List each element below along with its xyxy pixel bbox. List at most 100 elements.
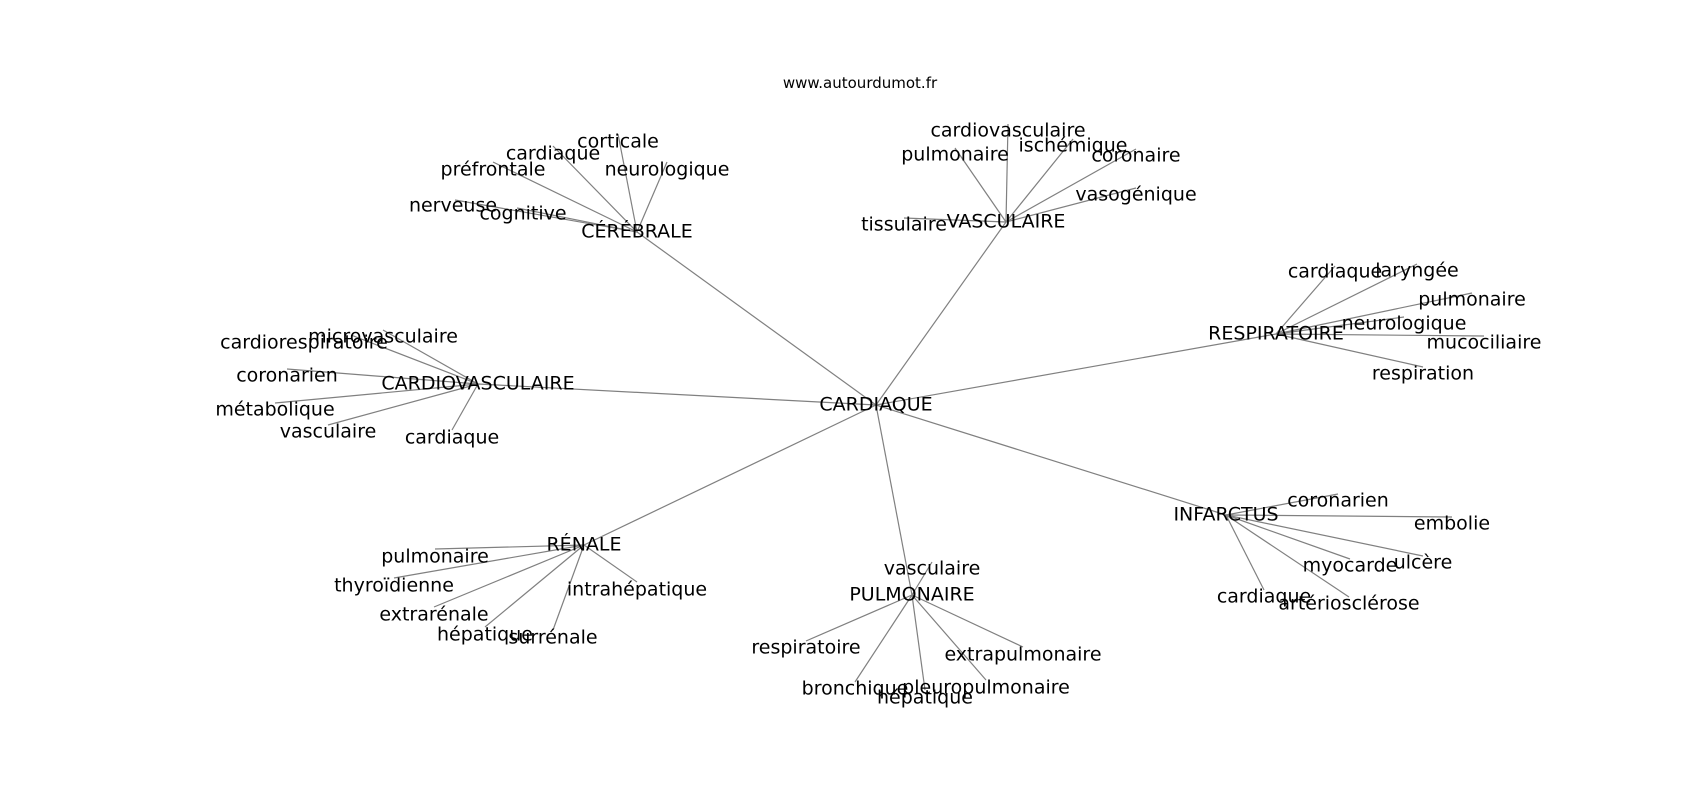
edge-center-hub-3	[477, 383, 877, 406]
leaf-label: coronaire	[1091, 145, 1180, 167]
edge-center-hub-2	[875, 333, 1277, 406]
leaf-label: corticale	[577, 131, 659, 153]
hub-label: RÉNALE	[546, 533, 621, 556]
edge-hub-1-leaf-4	[1005, 187, 1137, 223]
leaf-label: vasculaire	[884, 558, 981, 580]
leaf-label: coronarien	[236, 365, 338, 387]
leaf-label: hépatique	[437, 624, 533, 646]
edge-hub-5-leaf-2	[583, 544, 638, 583]
edge-hub-0-leaf-1	[552, 145, 638, 233]
edge-hub-5-leaf-1	[393, 544, 585, 579]
leaf-label: préfrontale	[441, 159, 546, 181]
edge-hub-0-leaf-3	[636, 161, 668, 233]
edge-hub-5-leaf-4	[484, 544, 585, 628]
hub-label: RESPIRATOIRE	[1208, 323, 1344, 345]
leaf-label: nerveuse	[409, 195, 497, 217]
center-label: CARDIAQUE	[819, 394, 932, 416]
edge-hub-3-leaf-5	[451, 383, 479, 431]
edge-hub-6-leaf-5	[911, 594, 926, 691]
leaf-label: cardiovasculaire	[930, 120, 1085, 142]
edge-hub-6-leaf-1	[805, 594, 913, 642]
leaf-label: vasogénique	[1075, 184, 1196, 206]
edge-hub-3-leaf-1	[382, 329, 479, 385]
leaf-label: cognitive	[479, 203, 566, 225]
edge-hub-2-leaf-0	[1275, 265, 1336, 335]
site-credit: www.autourdumot.fr	[783, 74, 938, 92]
leaf-label: pulmonaire	[381, 546, 489, 568]
edge-hub-4-leaf-4	[1225, 514, 1265, 591]
edge-hub-6-leaf-4	[911, 594, 987, 681]
edge-center-hub-6	[875, 404, 913, 596]
leaf-label: surrénale	[508, 627, 597, 649]
edge-hub-2-leaf-3	[1275, 316, 1405, 335]
leaf-label: microvasculaire	[308, 326, 458, 348]
edge-hub-1-leaf-5	[903, 217, 1007, 223]
leaf-label: intrahépatique	[567, 579, 707, 601]
edge-hub-2-leaf-4	[1275, 333, 1485, 337]
leaf-label: cardiaque	[1217, 586, 1311, 608]
leaf-label: laryngée	[1375, 260, 1458, 282]
leaf-label: coronarien	[1287, 490, 1389, 512]
edge-hub-5-leaf-0	[434, 544, 585, 550]
edge-center-hub-1	[875, 221, 1007, 406]
leaf-label: hépatique	[877, 687, 973, 709]
edge-hub-1-leaf-0	[1005, 123, 1009, 223]
edge-hub-4-leaf-3	[1225, 514, 1424, 557]
leaf-label: pulmonaire	[1418, 289, 1526, 311]
edge-hub-4-leaf-0	[1225, 493, 1339, 516]
edge-center-hub-4	[875, 404, 1227, 516]
edge-hub-1-leaf-1	[954, 147, 1007, 223]
edge-hub-0-leaf-2	[492, 161, 638, 233]
leaf-label: ischémique	[1019, 135, 1128, 157]
edge-hub-6-leaf-3	[854, 594, 913, 683]
leaf-label: neurologique	[605, 159, 730, 181]
edges-layer	[274, 123, 1485, 691]
edge-hub-3-leaf-3	[274, 383, 479, 404]
edge-hub-6-leaf-0	[911, 561, 933, 596]
hub-label: CÉRÉBRALE	[581, 220, 693, 243]
edge-hub-3-leaf-2	[286, 368, 479, 385]
leaf-label: ulcère	[1394, 552, 1453, 574]
edge-hub-5-leaf-5	[552, 544, 585, 631]
leaf-label: cardiaque	[405, 427, 499, 449]
leaf-label: bronchique	[802, 678, 909, 700]
leaf-label: extrapulmonaire	[944, 644, 1101, 666]
edge-hub-2-leaf-5	[1275, 333, 1424, 368]
hub-label: CARDIOVASCULAIRE	[381, 373, 574, 395]
edge-hub-6-leaf-2	[911, 594, 1024, 648]
leaf-label: vasculaire	[280, 421, 377, 443]
edge-hub-0-leaf-4	[454, 199, 638, 233]
edge-hub-2-leaf-2	[1275, 292, 1473, 335]
leaf-label: myocarde	[1303, 555, 1398, 577]
leaf-label: pulmonaire	[901, 144, 1009, 166]
edge-hub-5-leaf-3	[433, 544, 585, 608]
leaf-label: artériosclérose	[1278, 593, 1419, 615]
hub-label: VASCULAIRE	[947, 211, 1066, 233]
edge-hub-0-leaf-0	[617, 133, 638, 233]
edge-hub-3-leaf-0	[350, 334, 479, 385]
leaf-label: respiration	[1372, 363, 1474, 385]
leaf-label: neurologique	[1342, 313, 1467, 335]
edge-hub-4-leaf-1	[1225, 514, 1453, 518]
leaf-label: extrarénale	[379, 604, 488, 626]
edge-hub-1-leaf-2	[1005, 138, 1074, 223]
edge-hub-0-leaf-5	[516, 207, 638, 233]
leaf-label: cardiaque	[1288, 261, 1382, 283]
leaf-label: cardiorespiratoire	[220, 332, 388, 354]
leaf-label: métabolique	[215, 399, 334, 421]
leaf-label: pleuropulmonaire	[902, 677, 1070, 699]
edge-hub-4-leaf-5	[1225, 514, 1350, 598]
edge-center-hub-5	[583, 404, 877, 546]
leaf-label: cardiaque	[506, 143, 600, 165]
leaf-label: mucociliaire	[1427, 332, 1542, 354]
hub-label: INFARCTUS	[1173, 504, 1278, 526]
hub-label: PULMONAIRE	[849, 584, 974, 606]
edge-hub-2-leaf-1	[1275, 263, 1418, 335]
leaf-label: embolie	[1414, 513, 1490, 535]
edge-hub-4-leaf-2	[1225, 514, 1351, 560]
edge-hub-3-leaf-4	[327, 383, 479, 426]
edge-hub-1-leaf-3	[1005, 148, 1137, 223]
leaf-label: respiratoire	[751, 637, 860, 659]
